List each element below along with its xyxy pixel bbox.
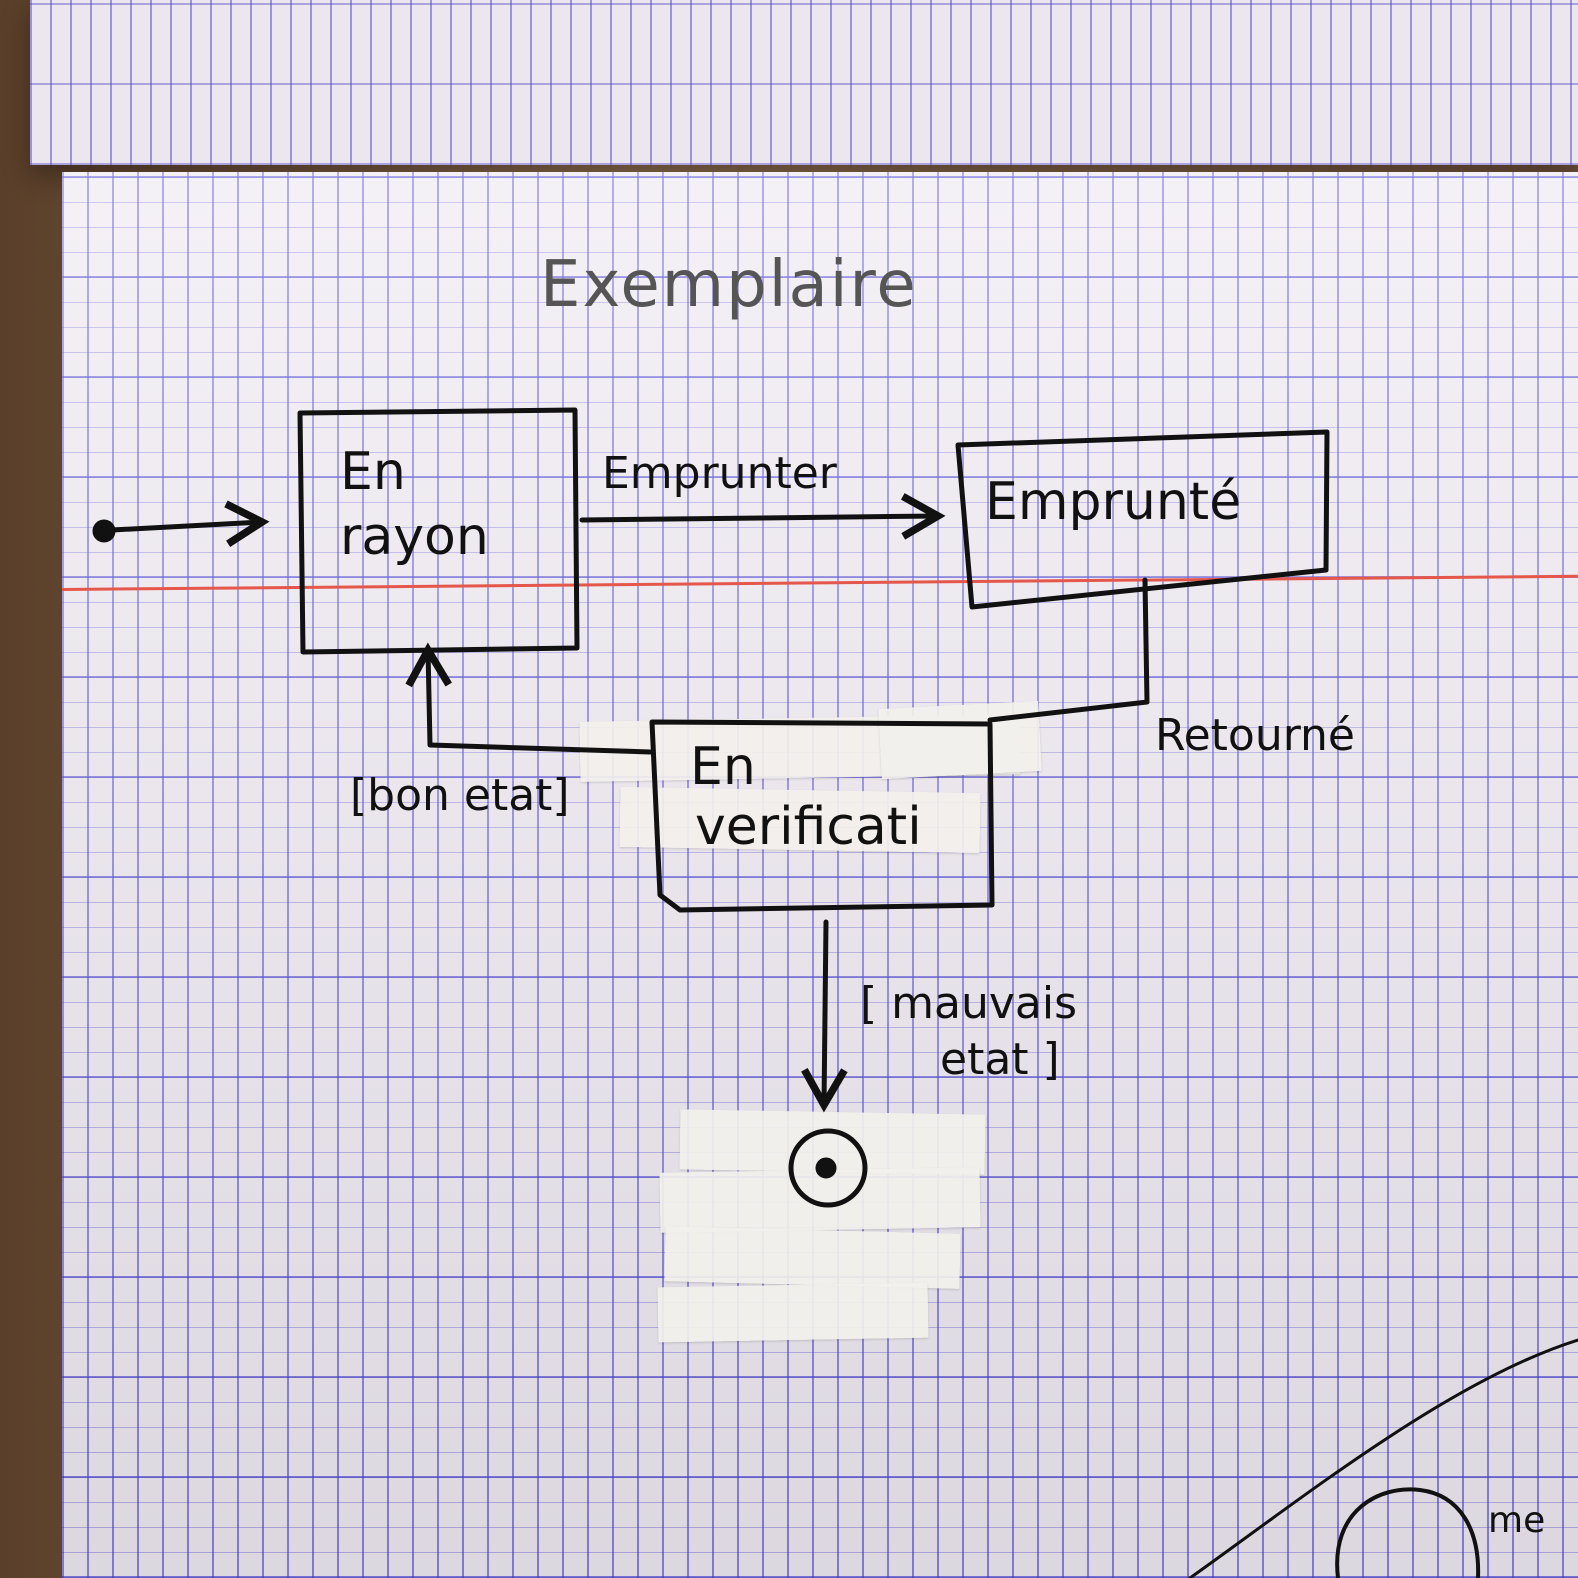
state-box-emprunte: [955, 429, 1330, 610]
state-en-rayon-line1: En: [340, 442, 406, 502]
emprunter-label: Emprunter: [602, 448, 837, 499]
state-box-en-rayon: [297, 407, 580, 655]
corner-sketch-line: [1188, 1338, 1578, 1578]
corner-sketch-circle: [1335, 1487, 1481, 1578]
mauvais-etat-guard-line1: [ mauvais: [860, 978, 1078, 1029]
state-en-verification-line2: verificati: [695, 797, 922, 857]
notebook-upper-page: [30, 0, 1578, 165]
state-emprunte-label: Emprunté: [985, 472, 1242, 532]
final-state-ring: [788, 1128, 868, 1208]
mauvais-etat-transition-arrow: [801, 919, 848, 1113]
final-state-dot: [815, 1157, 837, 1179]
initial-transition-arrow: [109, 500, 270, 547]
emprunter-transition-arrow: [579, 493, 946, 540]
bon-etat-transition-arrow: [405, 642, 653, 755]
retourne-transition-path: [987, 577, 1150, 723]
state-en-rayon-line2: rayon: [340, 507, 489, 567]
mauvais-etat-guard-line2: etat ]: [940, 1034, 1060, 1085]
state-en-verification-line1: En: [690, 737, 756, 797]
notebook-page: [62, 172, 1578, 1578]
diagram-title: Exemplaire: [540, 248, 918, 322]
corner-fragment-text: me: [1488, 1500, 1546, 1541]
retourne-label: Retourné: [1155, 710, 1355, 761]
bon-etat-guard: [bon etat]: [350, 770, 570, 821]
state-box-en-verification: [649, 719, 995, 913]
